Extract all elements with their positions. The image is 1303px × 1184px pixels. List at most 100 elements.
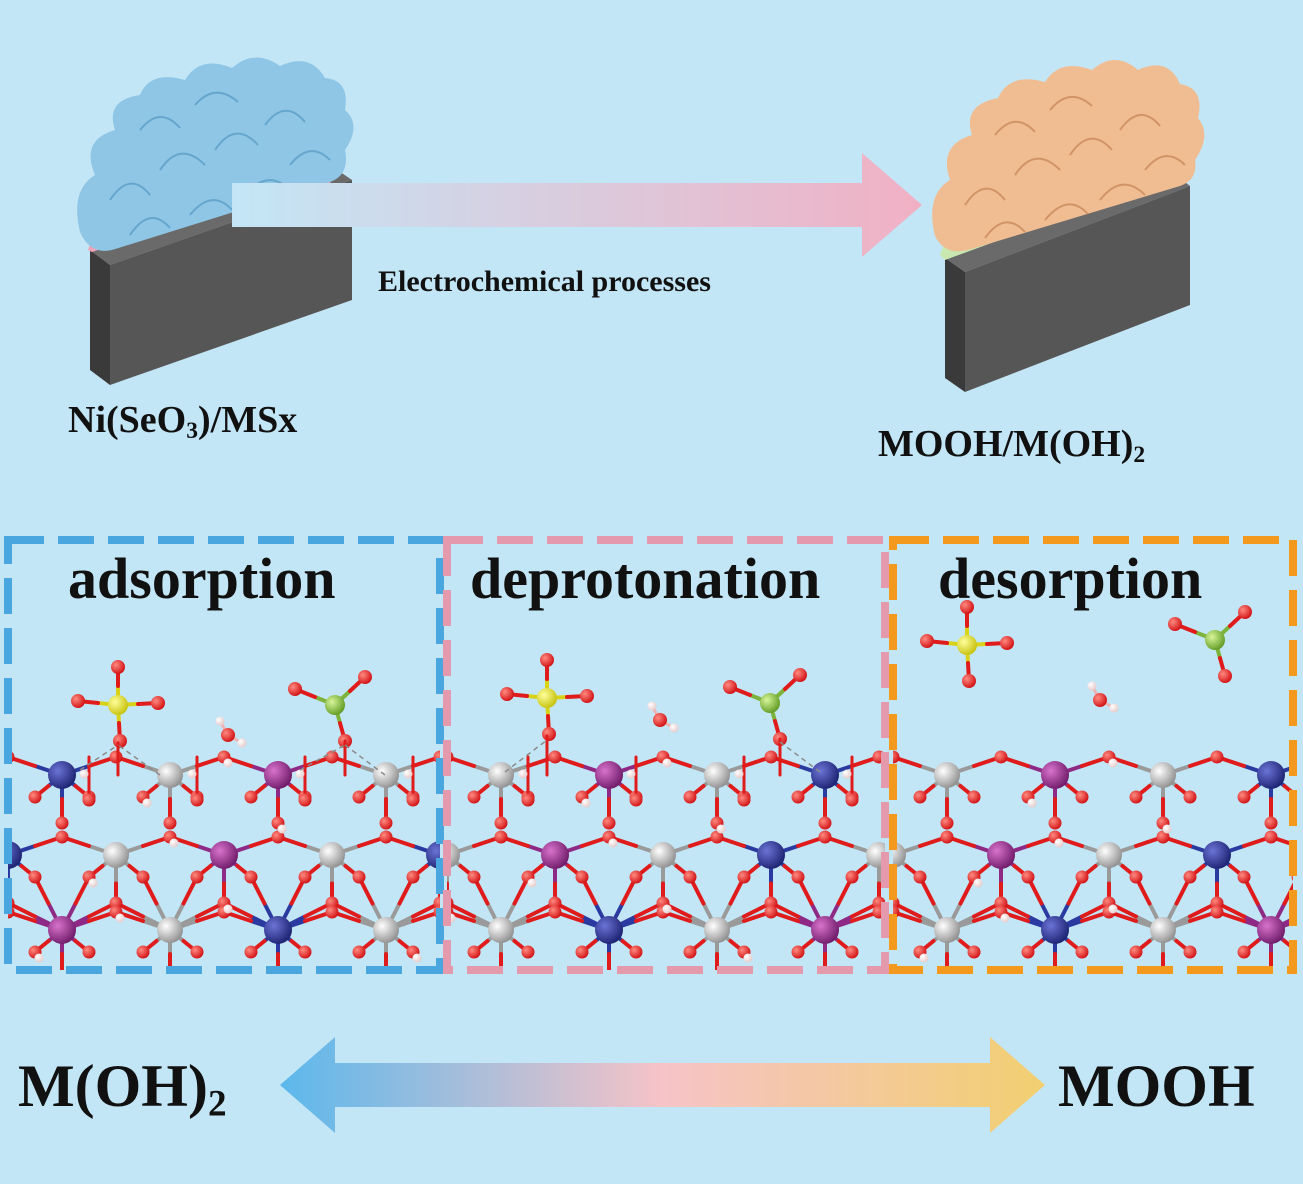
oxygen-atom: [1021, 945, 1035, 959]
bond: [1298, 846, 1303, 855]
oxygen-atom: [602, 816, 616, 830]
oxygen-atom: [1075, 790, 1089, 804]
oxygen-atom: [494, 830, 508, 844]
hydrogen-atom: [581, 798, 591, 808]
bond: [508, 877, 522, 904]
purple-metal-atom: [210, 841, 238, 869]
hydrogen-atom: [1108, 758, 1118, 768]
oxygen-atom: [55, 816, 69, 830]
oxygen-atom: [548, 750, 562, 764]
navy-metal-atom: [1203, 841, 1231, 869]
process-label: Electrochemical processes: [378, 265, 711, 298]
purple-metal-atom: [595, 761, 623, 789]
stage-label-adsorption: adsorption: [68, 546, 336, 611]
reversible-arrow: [280, 1037, 1045, 1133]
oxygen-atom: [1183, 945, 1197, 959]
lattice-desorption: [860, 750, 1303, 970]
hydrogen-atom: [412, 953, 422, 963]
oxygen-atom: [954, 946, 967, 959]
selenium-atom: [325, 695, 345, 715]
oxygen-atom: [71, 694, 85, 708]
hydrogen-bond: [79, 744, 119, 771]
navy-metal-atom: [1257, 761, 1285, 789]
oxygen-atom: [244, 870, 258, 884]
oxygen-atom: [1218, 669, 1232, 683]
oxygen-atom: [893, 750, 900, 764]
gray-metal-atom: [103, 842, 129, 868]
oxygen-atom: [913, 870, 927, 884]
oxygen-atom: [791, 945, 805, 959]
hydroxyl-oxygen: [737, 793, 751, 807]
oxygen-atom: [1129, 870, 1143, 884]
sulfur-atom: [537, 688, 557, 708]
oxygen-atom: [109, 750, 123, 764]
oxygen-atom: [288, 682, 302, 696]
purple-metal-atom: [1041, 761, 1069, 789]
substrate-front-face: [945, 258, 965, 392]
oxygen-atom: [1237, 945, 1251, 959]
oxygen-atom: [190, 945, 204, 959]
oxygen-atom: [764, 896, 778, 910]
oxygen-atom: [28, 790, 42, 804]
oxygen-atom: [860, 946, 873, 959]
hydrogen-atom: [169, 838, 179, 848]
oxygen-atom: [1264, 830, 1278, 844]
gray-metal-atom: [650, 842, 676, 868]
gray-metal-atom: [488, 762, 514, 788]
flakes-orange: [932, 60, 1205, 252]
hydroxyl-hydrogen: [734, 769, 744, 779]
right-material-label: MOOH/M(OH)2: [878, 423, 1146, 468]
hydrogen-atom: [662, 758, 672, 768]
desorption-box: [889, 536, 1297, 974]
flakes-blue: [77, 57, 354, 251]
hydroxyl-hydrogen: [187, 769, 197, 779]
molecules: [71, 600, 1252, 777]
oxygen-atom: [244, 945, 258, 959]
gray-metal-atom: [319, 842, 345, 868]
oxygen-atom: [1210, 896, 1224, 910]
substrate-front-face: [90, 250, 110, 385]
oxygen-atom: [845, 945, 859, 959]
oxygen-atom: [1008, 791, 1021, 804]
hydrogen-atom: [277, 824, 287, 834]
oxygen-atom: [967, 945, 981, 959]
oxygen-atom: [548, 896, 562, 910]
oxygen-atom: [791, 790, 805, 804]
hydrogen-atom: [1054, 838, 1064, 848]
oxygen-atom: [683, 790, 697, 804]
oxygen-atom: [1075, 870, 1089, 884]
hydrogen-atom: [716, 824, 726, 834]
oxygen-atom: [1264, 816, 1278, 830]
hydrogen-atom: [960, 799, 969, 808]
oxygen-atom: [967, 790, 981, 804]
oxygen-atom: [603, 972, 616, 985]
stage-label-desorption: desorption: [938, 546, 1203, 611]
oxygen-atom: [467, 790, 481, 804]
bond: [1298, 903, 1303, 917]
oxygen-atom: [940, 830, 954, 844]
oxygen-atom: [542, 727, 556, 741]
sulfate-free: [920, 600, 1014, 688]
oxygen-atom: [1237, 870, 1251, 884]
oxygen-atom: [55, 830, 69, 844]
hydrogen-atom: [647, 701, 657, 711]
oxygen-atom: [629, 870, 643, 884]
gray-metal-atom: [1150, 762, 1176, 788]
hydrogen-atom: [669, 723, 679, 733]
oxygen-atom: [1008, 946, 1021, 959]
sulfur-atom: [957, 635, 977, 655]
oxygen-atom: [764, 905, 778, 919]
selenium-atom: [760, 693, 780, 713]
stage-label-deprotonation: deprotonation: [470, 546, 821, 611]
water-molecule: [1087, 681, 1119, 713]
gray-metal-atom: [157, 762, 183, 788]
oxygen-atom: [325, 896, 339, 910]
oxygen-atom: [221, 728, 235, 742]
hydrogen-atom: [142, 798, 152, 808]
hydrogen-atom: [906, 954, 915, 963]
oxygen-atom: [352, 790, 366, 804]
gray-metal-atom: [704, 762, 730, 788]
substrate-side-face: [965, 186, 1190, 392]
oxygen-atom: [111, 660, 125, 674]
hydrogen-atom: [973, 878, 983, 888]
